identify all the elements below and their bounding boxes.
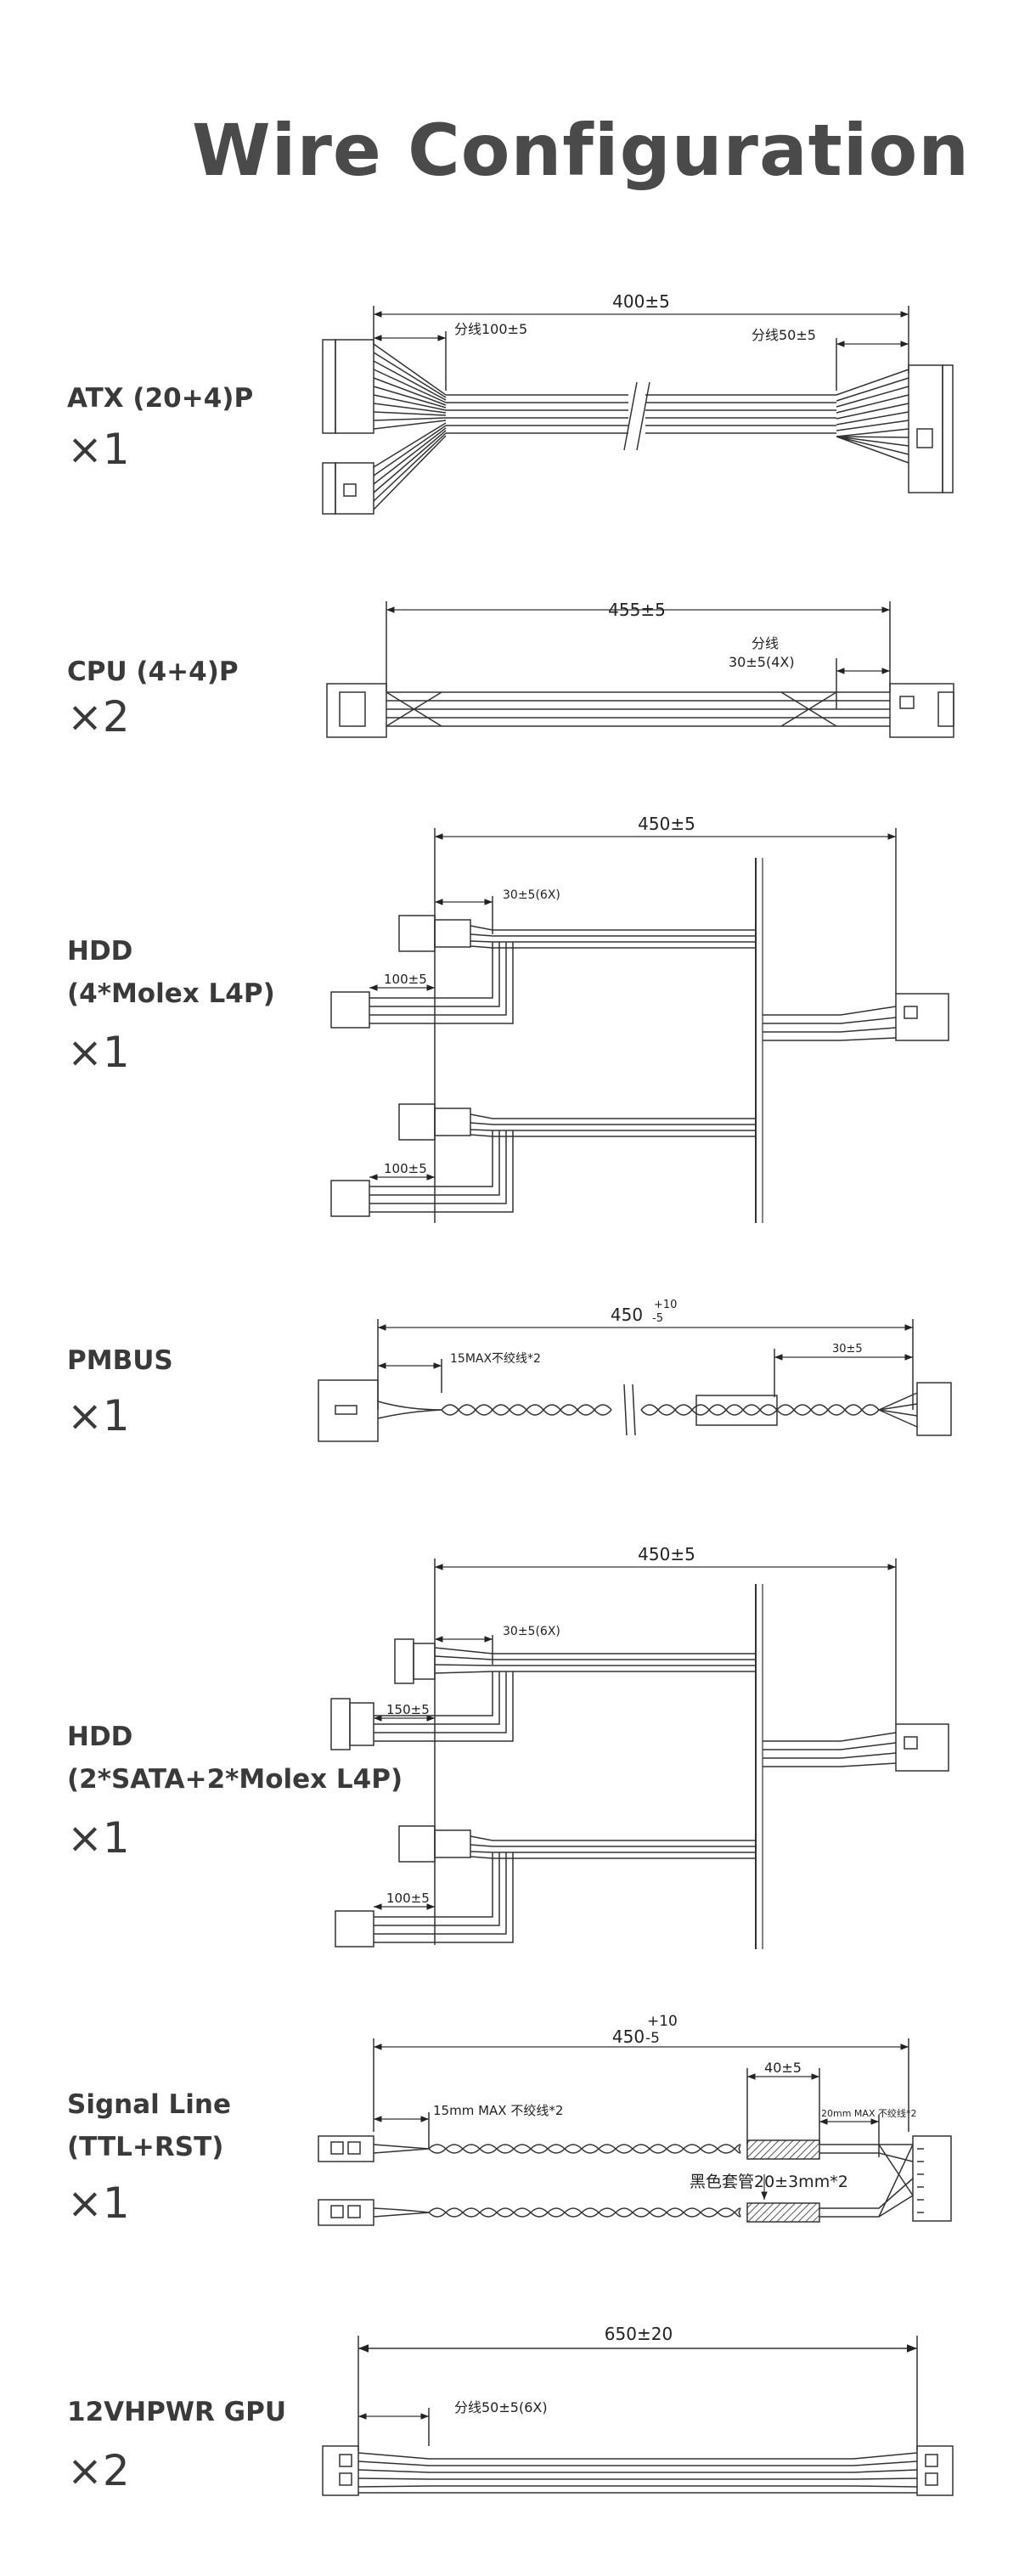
cable-qty-gpu: ×2 <box>67 2446 130 2495</box>
pmbus-left-connector <box>318 1379 379 1442</box>
cable-qty-hdd-molex: ×1 <box>67 1028 130 1077</box>
sata-connector-1 <box>394 1638 414 1684</box>
cpu-cable-drawing <box>326 601 954 738</box>
signal-twist-dim: 15mm MAX 不绞线*2 <box>433 2103 563 2118</box>
pmbus-right-connector <box>916 1382 952 1436</box>
atx-20p-connector <box>335 339 374 434</box>
pmbus-twist-dim: 15MAX不绞线*2 <box>450 1351 541 1366</box>
atx-split-b-dim: 分线50±5 <box>752 327 816 343</box>
cpu-total-dim: 455±5 <box>608 600 666 620</box>
signal-connector-rst <box>318 2199 374 2226</box>
molex-connector-4 <box>330 1180 370 1217</box>
signal-output-connector <box>912 2135 952 2222</box>
atx-total-dim: 400±5 <box>612 291 670 312</box>
cable-qty-pmbus: ×1 <box>67 1391 130 1440</box>
cable-label-signal-line2: (TTL+RST) <box>67 2132 224 2162</box>
cable-label-hdd-molex: HDD (4*Molex L4P) <box>67 930 275 1015</box>
atx-cable-drawing <box>322 306 954 515</box>
hdd-sata-total-dim: 450±5 <box>638 1544 695 1564</box>
hdd-molex-total-dim: 450±5 <box>638 814 695 834</box>
cable-label-hdd-sata-line1: HDD <box>67 1722 133 1752</box>
hdd-sata-split-dim: 30±5(6X) <box>503 1625 560 1638</box>
cable-label-hdd-molex-line2: (4*Molex L4P) <box>67 978 275 1009</box>
signal-total-dim: 450 <box>612 2026 645 2047</box>
gpu-cable-drawing <box>322 2336 954 2496</box>
cable-label-pmbus: PMBUS <box>67 1345 173 1376</box>
hdd-sata-cable-drawing <box>330 1559 949 1949</box>
cable-qty-signal: ×1 <box>67 2179 130 2228</box>
cable-qty-hdd-sata: ×1 <box>67 1813 130 1863</box>
signal-sleeve-2 <box>746 2202 820 2223</box>
sata-connector-2 <box>330 1698 351 1750</box>
molex-connector-3 <box>398 1103 436 1141</box>
molex-connector-1 <box>398 915 436 952</box>
signal-cable-drawing <box>318 2038 952 2226</box>
cable-label-cpu: CPU (4+4)P <box>67 657 239 687</box>
cpu-split-title: 分线 <box>752 635 779 651</box>
hdd-molex-branch-a-dim: 100±5 <box>384 972 427 987</box>
signal-end-twist-dim: 20mm MAX 不绞线*2 <box>821 2107 916 2119</box>
cable-label-atx: ATX (20+4)P <box>67 383 254 414</box>
gpu-total-dim: 650±20 <box>605 2324 673 2344</box>
signal-tol-lower: -5 <box>645 2030 660 2047</box>
cable-qty-atx: ×1 <box>67 425 130 474</box>
signal-tol-upper: +10 <box>647 2013 678 2030</box>
molex-connector-6 <box>335 1910 374 1948</box>
atx-4p-connector <box>335 462 374 515</box>
hdd-molex-output-connector <box>895 993 949 1041</box>
cable-label-hdd-molex-line1: HDD <box>67 936 133 967</box>
pmbus-end-dim: 30±5 <box>832 1343 863 1356</box>
signal-sleeve-note: 黑色套管20±3mm*2 <box>690 2173 848 2191</box>
pmbus-tol-lower: -5 <box>652 1312 663 1325</box>
page-title: Wire Configuration <box>192 109 971 192</box>
signal-sleeve-1 <box>746 2139 820 2160</box>
cable-label-gpu: 12VHPWR GPU <box>67 2397 286 2427</box>
cable-qty-cpu: ×2 <box>67 692 130 741</box>
cable-label-signal-line1: Signal Line <box>67 2089 232 2120</box>
gpu-left-connector <box>322 2445 359 2496</box>
hdd-molex-split-dim: 30±5(6X) <box>503 888 560 902</box>
gpu-right-connector <box>916 2445 954 2496</box>
hdd-sata-output-connector <box>895 1723 949 1772</box>
pmbus-cable-drawing <box>318 1319 952 1442</box>
pmbus-total-dim: 450 <box>611 1305 643 1325</box>
molex-connector-2 <box>330 991 370 1029</box>
hdd-molex-branch-b-dim: 100±5 <box>384 1161 427 1176</box>
signal-connector-ttl <box>318 2135 374 2162</box>
gpu-split-dim: 分线50±5(6X) <box>454 2399 548 2415</box>
cable-label-signal: Signal Line (TTL+RST) <box>67 2083 231 2168</box>
hdd-sata-branch-b-dim: 100±5 <box>386 1891 430 1906</box>
cpu-left-connector <box>326 683 387 738</box>
hdd-molex-cable-drawing <box>330 828 949 1223</box>
hdd-sata-branch-a-dim: 150±5 <box>386 1702 430 1717</box>
cpu-split-value: 30±5(4X) <box>729 654 795 670</box>
cable-label-hdd-sata-line2: (2*SATA+2*Molex L4P) <box>67 1764 403 1795</box>
signal-sleeve-len-dim: 40±5 <box>764 2060 802 2076</box>
molex-connector-5 <box>398 1825 436 1863</box>
atx-split-a-dim: 分线100±5 <box>454 321 527 337</box>
cable-label-hdd-sata: HDD (2*SATA+2*Molex L4P) <box>67 1716 403 1801</box>
pmbus-tol-upper: +10 <box>654 1299 677 1311</box>
